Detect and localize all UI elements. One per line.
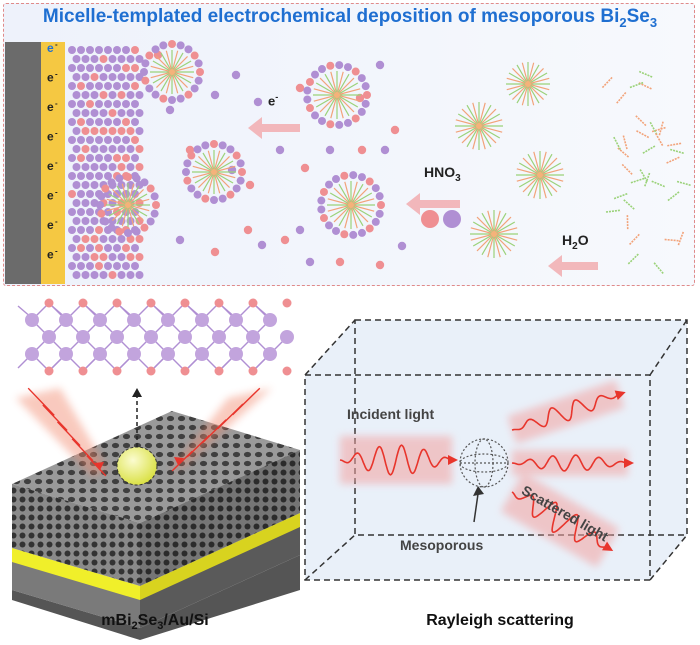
device-block [12,411,300,640]
svg-text:e: e [47,189,54,203]
svg-text:e: e [47,41,54,55]
bi2se3-lattice [17,298,294,376]
laser-beam-left [16,387,108,477]
svg-text:-: - [55,40,58,49]
electrode-bar [5,42,43,284]
incident-light-label: Incident light [347,406,435,422]
svg-text:-: - [55,70,58,79]
svg-text:e: e [47,218,54,232]
svg-text:e: e [47,71,54,85]
arrow-hno3 [406,193,460,215]
caption-rayleigh: Rayleigh scattering [426,612,574,629]
svg-text:-: - [55,158,58,167]
diagram-title: Micelle-templated electrochemical deposi… [42,6,658,30]
svg-text:e: e [47,100,54,114]
svg-text:-: - [55,129,58,138]
laser-beam-right [170,387,272,472]
highlight-sphere [116,446,158,486]
electron-labels: e-e-e-e-e-e-e-e- [47,40,58,262]
svg-text:-: - [55,99,58,108]
svg-text:-: - [55,247,58,256]
svg-text:-: - [55,217,58,226]
mesoporous-label: Mesoporous [400,537,484,553]
h2o-label: H2O [562,232,589,252]
mesoporous-pointer [473,493,479,523]
gold-layer [41,42,65,284]
micelles [96,40,564,258]
mesoporous-sphere [459,438,509,488]
arrow-to-electrode [248,117,300,139]
hno3-label: HNO3 [424,164,461,184]
arrow-h2o [548,255,598,277]
svg-text:e: e [47,248,54,262]
svg-text:e: e [47,130,54,144]
electron-label: e- [268,92,279,109]
svg-text:e: e [47,159,54,173]
free-surfactants [601,70,691,274]
light-waves [339,380,634,568]
caption-device: mBi2Se3/Au/Si [101,612,209,633]
svg-text:-: - [55,188,58,197]
